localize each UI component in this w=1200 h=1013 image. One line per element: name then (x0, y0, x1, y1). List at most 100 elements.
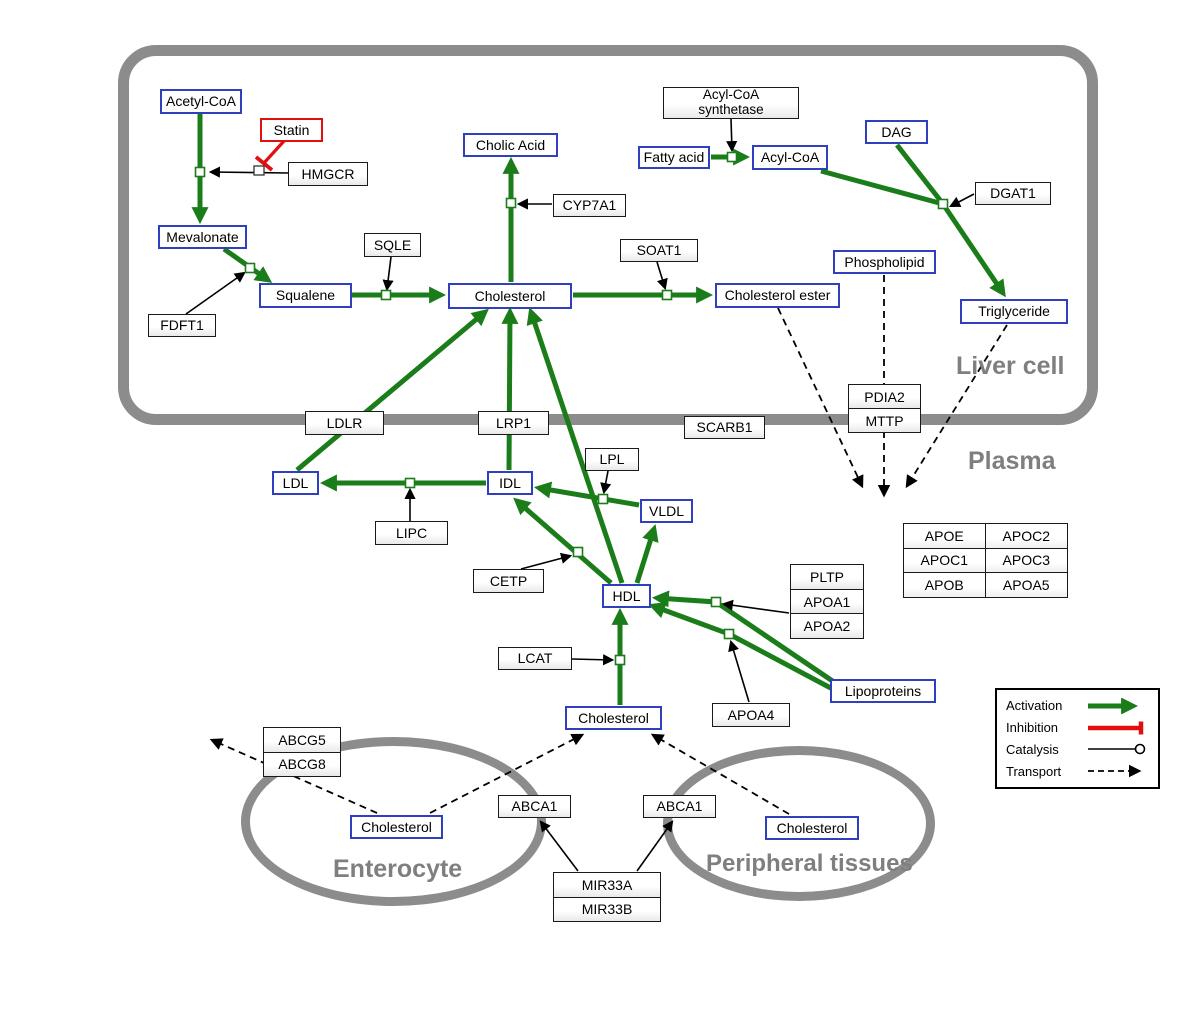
catalysis-edges (185, 118, 975, 872)
node-apoa4[interactable]: APOA4 (712, 703, 790, 727)
node-cholesterol-ester[interactable]: Cholesterol ester (715, 283, 840, 308)
edge-hdl-cholesterol (526, 307, 625, 584)
node-mir33a[interactable]: MIR33A (554, 873, 660, 897)
node-hdl[interactable]: HDL (602, 584, 651, 608)
node-acyl-coa[interactable]: Acyl-CoA (752, 145, 828, 170)
node-dgat1[interactable]: DGAT1 (975, 182, 1051, 205)
anchor-apoa-stack (710, 596, 722, 608)
node-acyl-coa-synthetase[interactable]: Acyl-CoA synthetase (663, 87, 799, 119)
tr-cholesterolester-plasma (777, 307, 864, 489)
stack-mir33a-mir33b: MIR33A MIR33B (553, 872, 661, 922)
node-scarb1[interactable]: SCARB1 (684, 416, 765, 439)
node-acetyl-coa[interactable]: Acetyl-CoA (160, 89, 242, 114)
catalysis-circle-icon (1088, 744, 1146, 755)
cat-acylcoa-synthetase (726, 118, 738, 153)
node-cholic-acid[interactable]: Cholic Acid (463, 133, 558, 157)
inhibition-edges (254, 139, 286, 172)
edge-vldl-idl (533, 481, 640, 508)
legend-activation-label: Activation (1006, 698, 1063, 714)
cat-soat1 (656, 261, 668, 291)
node-dag[interactable]: DAG (865, 120, 928, 144)
node-abca1-left[interactable]: ABCA1 (498, 795, 571, 818)
node-apoa5[interactable]: APOA5 (985, 573, 1067, 597)
node-abca1-right[interactable]: ABCA1 (643, 795, 716, 818)
inhibition-tbar-icon (1088, 721, 1144, 735)
node-apoa1[interactable]: APOA1 (791, 588, 863, 614)
node-mevalonate[interactable]: Mevalonate (158, 225, 247, 249)
label-peripheral-tissues: Peripheral tissues (706, 850, 913, 877)
node-apob[interactable]: APOB (904, 573, 986, 597)
node-cholesterol-liver[interactable]: Cholesterol (448, 283, 572, 309)
anchor-sqle (380, 289, 392, 301)
legend-row-transport: Transport (1006, 763, 1149, 779)
edge-idl-cholesterol (501, 306, 519, 471)
node-ldl[interactable]: LDL (272, 471, 319, 495)
node-cyp7a1[interactable]: CYP7A1 (553, 194, 626, 217)
node-fatty-acid[interactable]: Fatty acid (638, 146, 710, 169)
node-apoe[interactable]: APOE (904, 524, 986, 549)
node-triglyceride[interactable]: Triglyceride (960, 299, 1068, 324)
node-phospholipid[interactable]: Phospholipid (833, 250, 936, 274)
activation-arrow-icon (1088, 697, 1139, 714)
node-cholesterol-plasma[interactable]: Cholesterol (565, 706, 662, 730)
node-sqle[interactable]: SQLE (364, 233, 421, 257)
node-apoc2[interactable]: APOC2 (985, 524, 1067, 549)
tr-triglyceride-plasma (905, 324, 1008, 489)
anchor-dgat1 (937, 198, 949, 210)
node-statin[interactable]: Statin (260, 118, 323, 142)
legend-transport-label: Transport (1006, 763, 1062, 779)
stack-pltp-apoa1-apoa2: PLTP APOA1 APOA2 (790, 564, 864, 639)
node-fdft1[interactable]: FDFT1 (148, 314, 216, 337)
node-lrp1[interactable]: LRP1 (478, 411, 549, 435)
node-hmgcr[interactable]: HMGCR (288, 162, 368, 186)
anchor-cetp (572, 546, 584, 558)
node-lipoproteins[interactable]: Lipoproteins (830, 679, 936, 703)
anchor-apoa4 (723, 628, 735, 640)
cat-sqle (382, 256, 394, 292)
node-pdia2[interactable]: PDIA2 (849, 385, 920, 408)
node-cholesterol-peripheral[interactable]: Cholesterol (765, 816, 859, 840)
node-abcg8[interactable]: ABCG8 (264, 751, 340, 776)
node-lipc[interactable]: LIPC (375, 521, 448, 545)
node-mir33b[interactable]: MIR33B (554, 896, 660, 921)
edge-dag-junction (895, 143, 942, 202)
node-apoa2[interactable]: APOA2 (791, 613, 863, 639)
node-lpl[interactable]: LPL (585, 448, 639, 471)
stack-pdia2-mttp: PDIA2 MTTP (848, 384, 921, 433)
acyl-coa-synthetase-line2: synthetase (698, 102, 764, 117)
node-cholesterol-enterocyte[interactable]: Cholesterol (350, 815, 443, 839)
node-pltp[interactable]: PLTP (791, 565, 863, 589)
anchor-lcat (614, 654, 626, 666)
node-abcg5[interactable]: ABCG5 (264, 728, 340, 752)
edge-hdl-idl (513, 497, 613, 585)
node-soat1[interactable]: SOAT1 (620, 239, 698, 262)
node-vldl[interactable]: VLDL (640, 499, 693, 523)
cat-apoa4 (728, 639, 750, 703)
legend-row-activation: Activation (1006, 697, 1149, 714)
anchor-lpl (597, 493, 609, 505)
anchor-cyp7a1 (505, 197, 517, 209)
reaction-anchors (194, 151, 949, 666)
legend-row-inhibition: Inhibition (1006, 720, 1149, 736)
node-lcat[interactable]: LCAT (498, 647, 572, 670)
cat-cetp (520, 552, 573, 570)
tr-enterocyte-chol-plasma (429, 733, 585, 814)
edge-hdl-vldl (634, 524, 659, 584)
node-ldlr[interactable]: LDLR (305, 411, 384, 435)
label-plasma: Plasma (968, 447, 1056, 475)
legend-inhibition-label: Inhibition (1006, 720, 1059, 736)
node-cetp[interactable]: CETP (473, 569, 544, 593)
anchor-acylcoa-synthetase (726, 151, 738, 163)
edge-acylcoa-junction (820, 168, 944, 207)
edge-ldl-cholesterol (295, 308, 489, 472)
edge-statin-inhibition (262, 139, 286, 165)
node-mttp[interactable]: MTTP (849, 408, 920, 432)
node-squalene[interactable]: Squalene (259, 283, 352, 308)
node-apoc1[interactable]: APOC1 (904, 548, 986, 574)
node-idl[interactable]: IDL (487, 471, 533, 495)
cat-fdft1 (185, 271, 246, 315)
node-apoc3[interactable]: APOC3 (985, 548, 1067, 574)
apolipoprotein-table: APOE APOC2 APOC1 APOC3 APOB APOA5 (903, 523, 1068, 598)
anchor-soat1 (661, 289, 673, 301)
